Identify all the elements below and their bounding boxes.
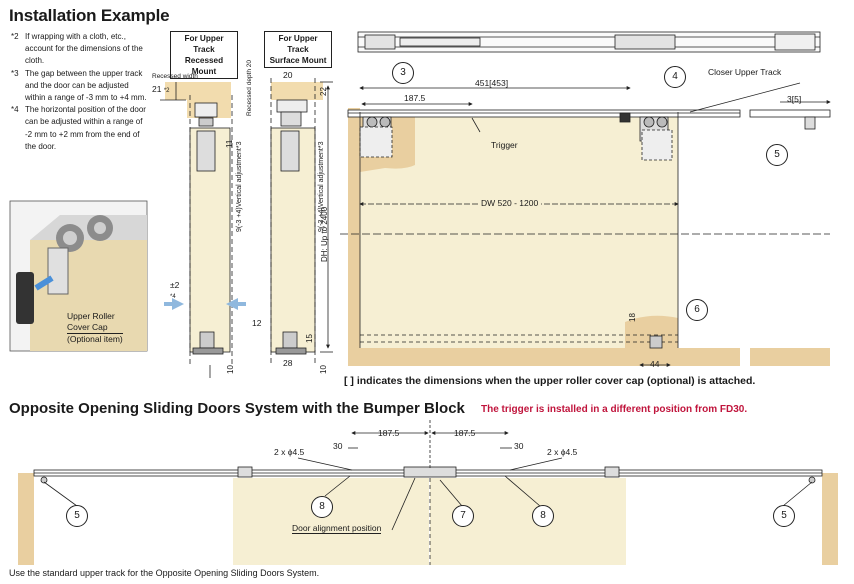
callout-6: 6 [686, 299, 708, 321]
callout-4: 4 [664, 66, 686, 88]
surface-dim-15: 15 [305, 334, 314, 343]
page-title: Installation Example [9, 6, 170, 25]
opposite-opening-drawing [18, 420, 838, 565]
hole-label-left: 2 x ϕ4.5 [274, 447, 305, 457]
recessed-pm2: ±2*4 [170, 280, 180, 300]
callout-8-right: 8 [532, 505, 554, 527]
dim-187-5: 187.5 [404, 93, 426, 103]
recessed-width-value: 21 *2 [152, 84, 170, 94]
section2-red-note: The trigger is installed in a different … [481, 404, 748, 415]
trigger-label: Trigger [491, 140, 518, 150]
callout-7: 7 [452, 505, 474, 527]
dim-30-left: 30 [333, 441, 343, 451]
callout-5: 5 [766, 144, 788, 166]
surface-dim-28: 28 [283, 358, 293, 368]
section2-title: Opposite Opening Sliding Doors System wi… [9, 400, 465, 417]
recessed-vertical-adjustment: 9(-3 +4)Vertical adjustment*3 [236, 141, 243, 232]
cover-cap-label: Upper Roller Cover Cap (Optional item) [67, 311, 123, 344]
closer-upper-track-label: Closer Upper Track [708, 67, 782, 77]
track-strip [357, 31, 821, 53]
callout-5-left: 5 [66, 505, 88, 527]
callout-5-right: 5 [773, 505, 795, 527]
recessed-width-label: Recessed width [152, 73, 198, 80]
bracket-note: [ ] indicates the dimensions when the up… [344, 375, 756, 387]
surface-section [270, 78, 333, 365]
move-arrows [164, 298, 246, 310]
footer-note: Use the standard upper track for the Opp… [9, 568, 320, 578]
roller-photo [9, 200, 148, 352]
door-alignment-label: Door alignment position [292, 523, 382, 534]
dim-451: 451[453] [475, 78, 509, 88]
recessed-section [160, 82, 233, 378]
recessed-depth-label: Recessed depth 20 [246, 59, 253, 116]
surface-dim-10: 10 [319, 365, 328, 374]
recessed-dim-11: 11 [225, 139, 234, 148]
surface-dim-22: 22 [319, 87, 328, 96]
surface-dim-20: 20 [283, 70, 293, 80]
dw-label: DW 520 - 1200 [478, 198, 542, 208]
callout-3: 3 [392, 62, 414, 84]
surface-dh: DH: Up to 2400 [320, 206, 329, 262]
recessed-dim-10: 10 [226, 365, 235, 374]
dim-18: 18 [628, 313, 637, 322]
hole-label-right: 2 x ϕ4.5 [547, 447, 578, 457]
recessed-dim-12: 12 [252, 318, 262, 328]
dim-30-right: 30 [514, 441, 524, 451]
main-elevation [340, 82, 831, 367]
dim-3: 3[5] [787, 94, 802, 104]
dim-44: 44 [650, 359, 660, 369]
callout-8-left: 8 [311, 496, 333, 518]
dim-187-5-right: 187.5 [454, 428, 476, 438]
dim-187-5-left: 187.5 [378, 428, 400, 438]
